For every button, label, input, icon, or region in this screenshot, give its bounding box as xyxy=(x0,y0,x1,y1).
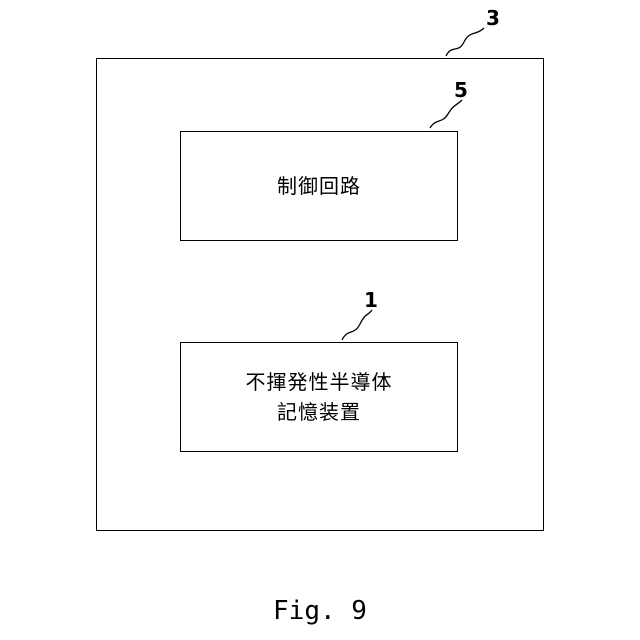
control-circuit-label: 制御回路 xyxy=(277,171,361,201)
memory-device-label-line1: 不揮発性半導体 xyxy=(246,367,393,397)
reference-numeral-1: 1 xyxy=(364,290,378,310)
reference-numeral-5: 5 xyxy=(454,80,468,100)
outer-device-box xyxy=(96,58,544,531)
memory-device-box: 不揮発性半導体 記憶装置 xyxy=(180,342,458,452)
leader-line-3 xyxy=(446,28,484,56)
control-circuit-box: 制御回路 xyxy=(180,131,458,241)
reference-numeral-3: 3 xyxy=(486,8,500,28)
memory-device-label-line2: 記憶装置 xyxy=(277,397,361,427)
figure-caption: Fig. 9 xyxy=(0,596,640,626)
